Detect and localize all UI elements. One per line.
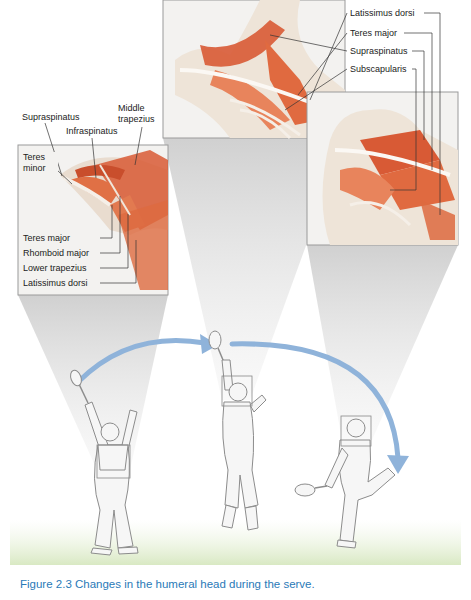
zoom-beam (18, 295, 168, 470)
focus-square (222, 376, 252, 406)
figure-caption: Figure 2.3 Changes in the humeral head d… (20, 578, 315, 590)
player-figure (295, 419, 395, 548)
focus-square (341, 416, 371, 446)
muscle-label: Latissimus dorsi (22, 278, 89, 289)
muscle-label: Middle trapezius (118, 103, 170, 125)
focus-square (97, 445, 130, 478)
player-figure (209, 331, 266, 530)
zoom-beam (307, 245, 458, 440)
muscle-label: Infraspinatus (66, 126, 118, 137)
muscle-label: Teres major (22, 233, 71, 244)
muscle-label: Subscapularis (350, 64, 407, 75)
muscle-label: Supraspinatus (22, 112, 80, 123)
muscle-label: Supraspinatus (350, 46, 408, 57)
rear-shoulder-panel (307, 92, 458, 245)
muscle-label: Rhomboid major (22, 248, 90, 259)
muscle-label: Lower trapezius (22, 263, 88, 274)
muscle-label: Latissimus dorsi (350, 8, 415, 19)
back-muscles-panel (18, 145, 168, 295)
muscle-label: Teres major (350, 28, 397, 39)
player-figure (69, 369, 138, 555)
leader-lines (270, 13, 440, 215)
leader-lines (45, 123, 142, 283)
muscle-label: Teres minor (22, 152, 58, 174)
ground (10, 520, 461, 565)
